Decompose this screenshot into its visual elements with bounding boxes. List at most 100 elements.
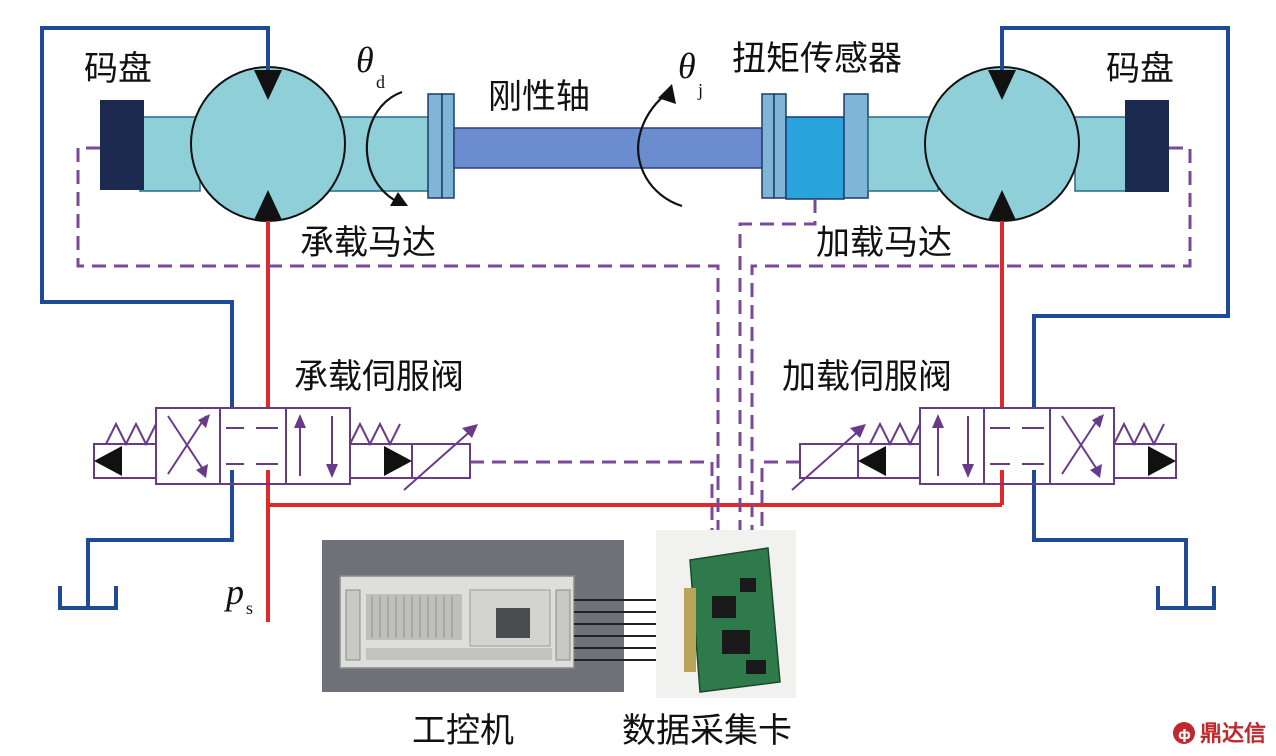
loading-valve-straight-arrow2	[962, 464, 974, 478]
loading-motor-outlet-triangle	[988, 190, 1016, 220]
loading-valve-right-arrow	[1148, 446, 1176, 476]
watermark: ф 鼎达信	[1173, 721, 1266, 747]
tanks	[58, 586, 1216, 610]
label-rigid-shaft: 刚性轴	[488, 77, 590, 117]
theta-d-rotation-arrow	[365, 90, 403, 203]
left-encoder-signal	[76, 146, 720, 548]
watermark-logo-glyph: ф	[1178, 728, 1191, 743]
label-daq-card: 数据采集卡	[622, 711, 792, 751]
loading-valve-left-spring	[869, 421, 921, 447]
left-encoder	[100, 100, 144, 190]
loading-valve-left-arrow	[858, 446, 886, 476]
pc-vent-slots	[371, 596, 453, 638]
daq-card	[656, 530, 796, 698]
rigid-shaft	[453, 127, 765, 169]
shaft-assembly	[100, 66, 1169, 222]
loading-valve-signal	[760, 460, 800, 548]
right-encoder	[1125, 100, 1169, 192]
label-loading-servo-valve: 加载伺服阀	[782, 357, 952, 397]
bearing-valve-left-spring	[105, 421, 157, 447]
loading-valve-body	[919, 407, 1115, 485]
bearing-motor-outlet-triangle	[254, 190, 282, 220]
right-return-line	[1000, 26, 1230, 408]
bearing-servo-valve	[93, 407, 478, 491]
theta-d-arrowhead	[390, 192, 408, 206]
ps-symbol: p	[223, 572, 244, 612]
bearing-valve-left-arrow	[94, 446, 122, 476]
torque-sensor-signal	[738, 199, 817, 548]
rotation-arrows	[365, 84, 683, 208]
loading-valve-cross-arrow1	[1092, 414, 1104, 428]
ps-subscript: s	[246, 598, 253, 618]
left-flange-a	[427, 93, 443, 199]
signal-lines	[76, 146, 1192, 548]
bearing-valve-right-arrow	[384, 446, 412, 476]
bearing-valve-variable-arrowhead	[462, 424, 478, 438]
right-flange-a	[761, 93, 775, 199]
bearing-valve-torque-motor	[411, 443, 471, 479]
theta-d-subscript: d	[376, 72, 385, 92]
pc-vent-grille	[366, 594, 462, 640]
left-flange-b	[441, 93, 455, 199]
return-lines	[40, 26, 1230, 606]
left-encoder-shaft	[139, 116, 201, 192]
right-tank	[1156, 586, 1216, 610]
theta-j-arrowhead	[658, 84, 676, 104]
loading-valve-cross-arrow2	[1090, 464, 1102, 478]
card-chip-2	[722, 630, 750, 654]
loading-valve-straight-arrow1	[932, 414, 944, 428]
label-ipc: 工控机	[412, 711, 514, 751]
label-torque-sensor: 扭矩传感器	[732, 39, 902, 79]
theta-j-symbol: θ	[678, 46, 696, 86]
right-flange-b	[773, 93, 787, 199]
bearing-valve-variable-arrow	[403, 427, 475, 491]
pressure-lines	[266, 221, 1004, 622]
theta-j-subscript: j	[697, 80, 703, 100]
theta-d-symbol: θ	[356, 40, 374, 80]
card-chip-1	[712, 596, 736, 618]
bearing-motor-shaft	[329, 116, 431, 192]
torque-sensor	[785, 116, 845, 200]
label-loading-motor: 加载马达	[816, 223, 952, 263]
card-chip-3	[740, 578, 756, 592]
pc-bottom-strip	[366, 648, 552, 660]
industrial-pc	[322, 540, 624, 692]
left-tank	[58, 586, 118, 610]
bearing-motor-inlet-triangle	[254, 70, 282, 100]
bearing-valve-body	[155, 407, 351, 485]
watermark-text: 鼎达信	[1200, 721, 1266, 747]
right-tank-line	[1032, 470, 1188, 606]
loading-servo-valve	[791, 407, 1177, 491]
pc-keypad	[496, 608, 530, 638]
right-encoder-shaft	[1074, 116, 1131, 192]
theta-j-rotation-arrow	[637, 95, 683, 208]
card-chip-4	[746, 660, 766, 674]
labels: 码盘 码盘 θ d 刚性轴 θ j 扭矩传感器 承载马达 加载马达 承载伺服阀 …	[84, 39, 1174, 751]
card-bracket	[684, 588, 696, 672]
watermark-logo-icon	[1173, 722, 1195, 744]
label-encoder-left: 码盘	[84, 49, 152, 89]
bearing-valve-straight-arrow2	[326, 464, 338, 478]
pc-right-handle	[555, 589, 571, 661]
bearing-valve-cross-arrow1	[198, 414, 210, 428]
label-bearing-servo-valve: 承载伺服阀	[294, 357, 464, 397]
card-pcb	[689, 547, 781, 693]
loading-valve-torque-motor	[799, 443, 859, 479]
pc-left-handle	[345, 589, 361, 661]
loading-valve-variable-arrowhead	[850, 424, 866, 438]
label-encoder-right: 码盘	[1106, 49, 1174, 89]
loading-valve-right-spring	[1113, 421, 1165, 447]
bearing-valve-signal	[470, 460, 714, 548]
bearing-valve-straight-arrow1	[294, 414, 306, 428]
bearing-valve-cross2	[167, 415, 207, 475]
bearing-valve-right-spring	[349, 421, 401, 447]
loading-valve-cross2	[1061, 415, 1101, 475]
right-encoder-signal	[750, 146, 1192, 548]
left-return-line	[40, 26, 270, 408]
sensor-flange	[843, 93, 869, 199]
left-tank-line	[86, 470, 234, 606]
label-bearing-motor: 承载马达	[300, 223, 436, 263]
bearing-valve-cross-arrow2	[196, 464, 208, 478]
loading-valve-variable-arrow	[791, 427, 863, 491]
